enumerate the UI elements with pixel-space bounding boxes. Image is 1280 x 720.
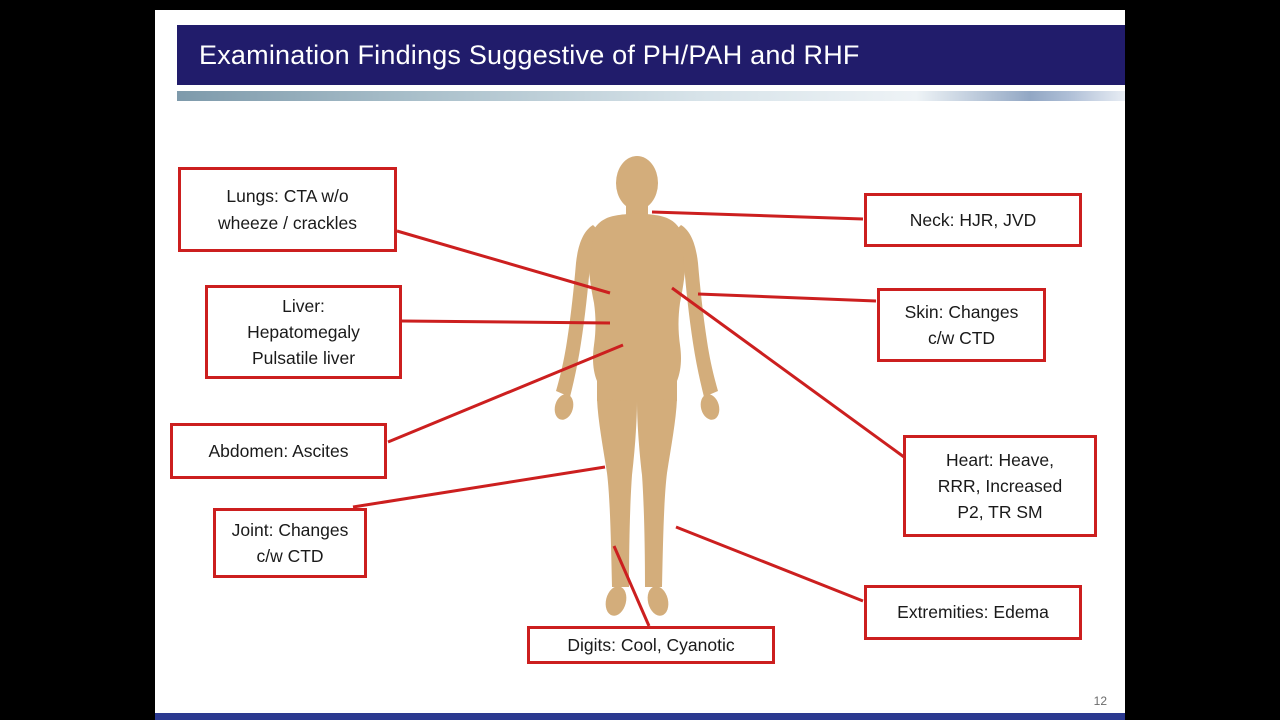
label-liver-line3: Pulsatile liver [251, 348, 356, 369]
label-heart-line1: Heart: Heave, [946, 449, 1054, 470]
label-extremities: Extremities: Edema [864, 585, 1082, 640]
figure-left-foot [605, 586, 627, 616]
label-lungs-line1: Lungs: CTA w/o [226, 186, 349, 207]
page-number: 12 [1093, 694, 1107, 708]
label-digits-line1: Digits: Cool, Cyanotic [567, 634, 735, 655]
figure-right-foot [647, 586, 669, 616]
slide-title: Examination Findings Suggestive of PH/PA… [199, 39, 860, 70]
label-liver: Liver: Hepatomegaly Pulsatile liver [205, 285, 402, 379]
label-heart: Heart: Heave, RRR, Increased P2, TR SM [903, 435, 1097, 537]
label-liver-line1: Liver: [282, 295, 325, 316]
label-skin: Skin: Changes c/w CTD [877, 288, 1046, 362]
label-lungs: Lungs: CTA w/o wheeze / crackles [178, 167, 397, 252]
diagram-area: Lungs: CTA w/o wheeze / crackles Liver: … [155, 10, 1125, 713]
label-neck: Neck: HJR, JVD [864, 193, 1082, 247]
label-heart-line2: RRR, Increased [937, 475, 1063, 496]
label-skin-line2: c/w CTD [927, 328, 996, 348]
label-heart-line3: P2, TR SM [957, 502, 1043, 523]
figure-torso [588, 213, 686, 381]
figure-hips [597, 375, 677, 401]
label-joint: Joint: Changes c/w CTD [213, 508, 367, 578]
label-joint-line1: Joint: Changes [231, 519, 349, 540]
label-digits: Digits: Cool, Cyanotic [527, 626, 775, 664]
label-abdomen: Abdomen: Ascites [170, 423, 387, 479]
label-liver-line2: Hepatomegaly [247, 321, 360, 342]
label-skin-line1: Skin: Changes [904, 301, 1019, 322]
label-lungs-line2: wheeze / crackles [217, 212, 358, 233]
figure-left-hand [554, 394, 574, 420]
label-neck-line1: Neck: HJR, JVD [909, 209, 1037, 230]
label-abdomen-line1: Abdomen: Ascites [208, 440, 349, 461]
figure-right-hand [700, 394, 720, 420]
human-body-figure [554, 156, 720, 616]
figure-left-arm [556, 225, 597, 397]
header-accent-strip [177, 91, 1125, 101]
figure-right-leg [637, 399, 677, 587]
label-joint-line2: c/w CTD [256, 546, 324, 566]
label-extremities-line1: Extremities: Edema [897, 602, 1049, 623]
slide-footer-strip [155, 713, 1125, 720]
figure-head [616, 156, 658, 210]
figure-left-leg [597, 399, 637, 587]
slide-header: Examination Findings Suggestive of PH/PA… [177, 25, 1125, 85]
slide: Examination Findings Suggestive of PH/PA… [155, 10, 1125, 720]
figure-right-arm [677, 225, 718, 397]
